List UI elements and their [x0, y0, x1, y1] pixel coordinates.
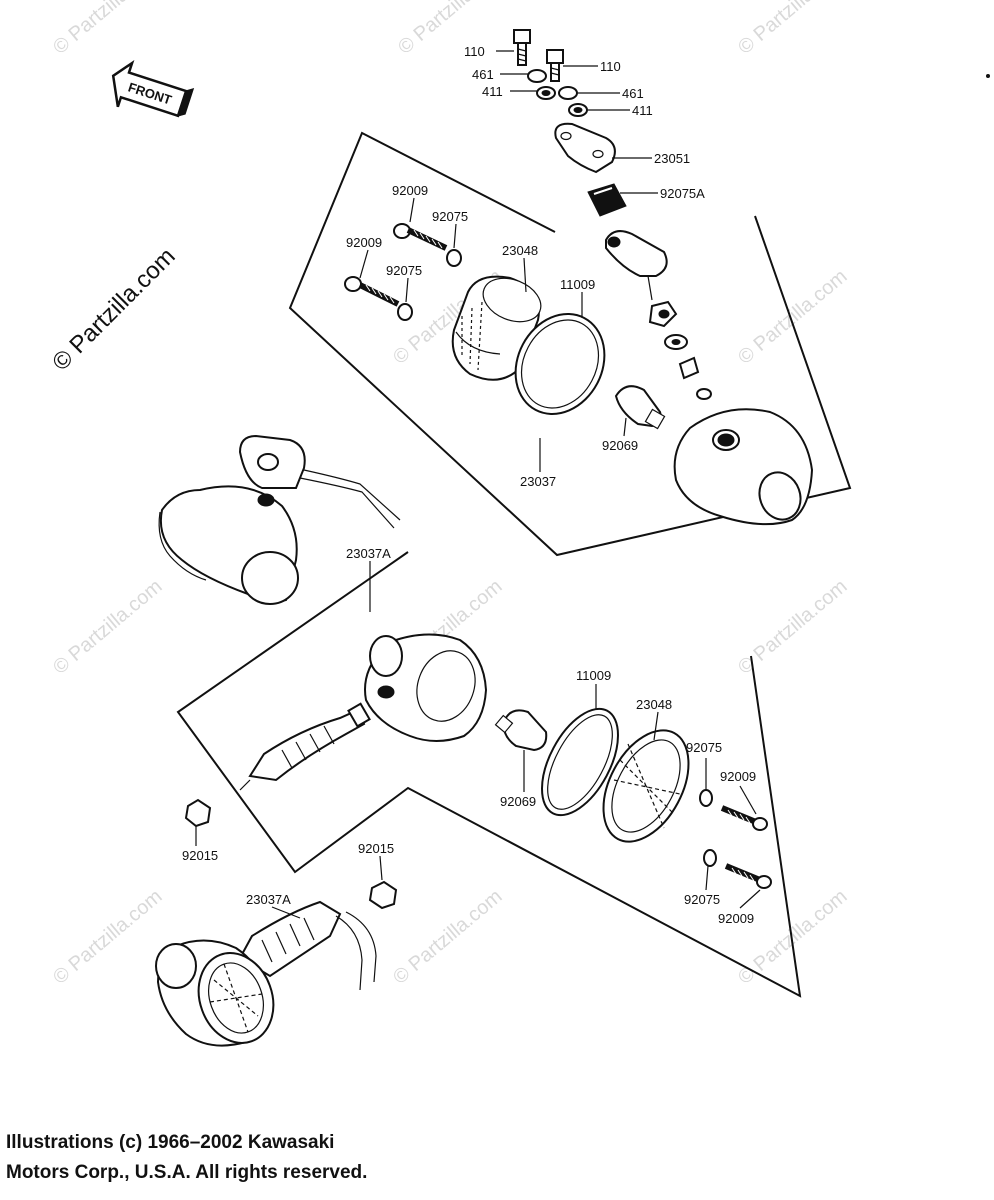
part-label: 110	[464, 44, 485, 59]
part-label: 411	[482, 84, 503, 99]
washer-hole	[541, 90, 551, 96]
part-label: 92075	[684, 892, 720, 907]
washer-92075-box-lower	[703, 849, 717, 867]
watermark-tile: © Partzilla.com	[734, 0, 851, 59]
bolt-110-right	[546, 49, 564, 82]
stem-boot-bottom	[239, 702, 371, 791]
watermark-tile: © Partzilla.com	[49, 575, 166, 678]
part-label: 11009	[560, 277, 595, 292]
watermark-tile: © Partzilla.com	[49, 885, 166, 988]
part-label: 461	[472, 67, 494, 82]
assembly-frame-23037A	[176, 551, 802, 998]
assembly-frame-23037	[288, 131, 852, 557]
part-label: 23051	[654, 151, 690, 166]
turn-signal-assembled-top	[158, 434, 401, 605]
clamp-23051	[554, 122, 616, 174]
part-label: 92009	[346, 235, 382, 250]
part-label: 92009	[392, 183, 428, 198]
leader-lines	[195, 50, 761, 919]
bolt-110-left	[513, 29, 531, 66]
bulb-92069-bottom	[494, 709, 548, 752]
watermark-tile: © Partzilla.com	[734, 265, 851, 368]
screw-92009-upper	[393, 223, 448, 251]
copyright-line-2: Motors Corp., U.S.A. All rights reserved…	[6, 1162, 368, 1183]
watermark-tile: © Partzilla.com	[734, 885, 851, 988]
washer-92075-upper	[446, 249, 462, 267]
watermark-tile: © Partzilla.com	[49, 0, 166, 59]
part-label: 23048	[502, 243, 538, 258]
part-label: 23048	[636, 697, 672, 712]
housing-23037A	[364, 633, 488, 742]
washer-92075-lower	[397, 303, 413, 321]
part-label: 110	[600, 59, 621, 74]
washer-461-right	[558, 86, 578, 100]
part-label: 92069	[500, 794, 536, 809]
washer-hole	[573, 107, 583, 113]
front-arrow: FRONT	[111, 59, 195, 118]
screw-92009-lower	[344, 276, 400, 307]
housing-23037	[673, 408, 814, 526]
part-label: 92075A	[660, 186, 705, 201]
part-label: 11009	[576, 668, 611, 683]
part-label: 92009	[718, 911, 754, 926]
washer-92075-box-upper	[699, 789, 713, 807]
part-label: 92009	[720, 769, 756, 784]
washer-461-left	[527, 69, 547, 83]
lens-23048-bottom	[602, 729, 690, 843]
screw-92009-box-upper	[720, 805, 768, 831]
gasket-11009-top	[514, 313, 606, 415]
turn-signal-assembled-bottom	[155, 900, 377, 1047]
part-label: 23037A	[346, 546, 391, 561]
part-label: 23037	[520, 474, 556, 489]
stray-dot	[986, 74, 990, 78]
part-label: 411	[632, 103, 653, 118]
part-label: 92015	[182, 848, 218, 863]
nut-92015-in-box	[184, 798, 212, 828]
part-label: 23037A	[246, 892, 291, 907]
side-watermark: © Partzilla.com	[47, 243, 180, 376]
watermark-tile: © Partzilla.com	[389, 885, 506, 988]
part-label: 92075	[386, 263, 422, 278]
part-label: 92075	[432, 209, 468, 224]
copyright-line-1: Illustrations (c) 1966–2002 Kawasaki	[6, 1132, 335, 1153]
bulb-92069-top	[614, 385, 666, 430]
part-label: 92015	[358, 841, 394, 856]
copyright-footer: Illustrations (c) 1966–2002 Kawasaki Mot…	[6, 1128, 367, 1188]
part-label: 461	[622, 86, 644, 101]
nut-92015-loose	[368, 880, 398, 910]
part-label: 92075	[686, 740, 722, 755]
part-label: 92069	[602, 438, 638, 453]
screw-92009-box-lower	[724, 863, 772, 889]
stem-mount-top	[605, 230, 712, 400]
watermark-tile: © Partzilla.com	[394, 0, 511, 59]
damper-92075A	[587, 183, 627, 217]
gasket-11009-bottom	[541, 707, 619, 817]
part-labels: 110 110 461 461 411 411 23051 92075A 920…	[182, 44, 756, 926]
